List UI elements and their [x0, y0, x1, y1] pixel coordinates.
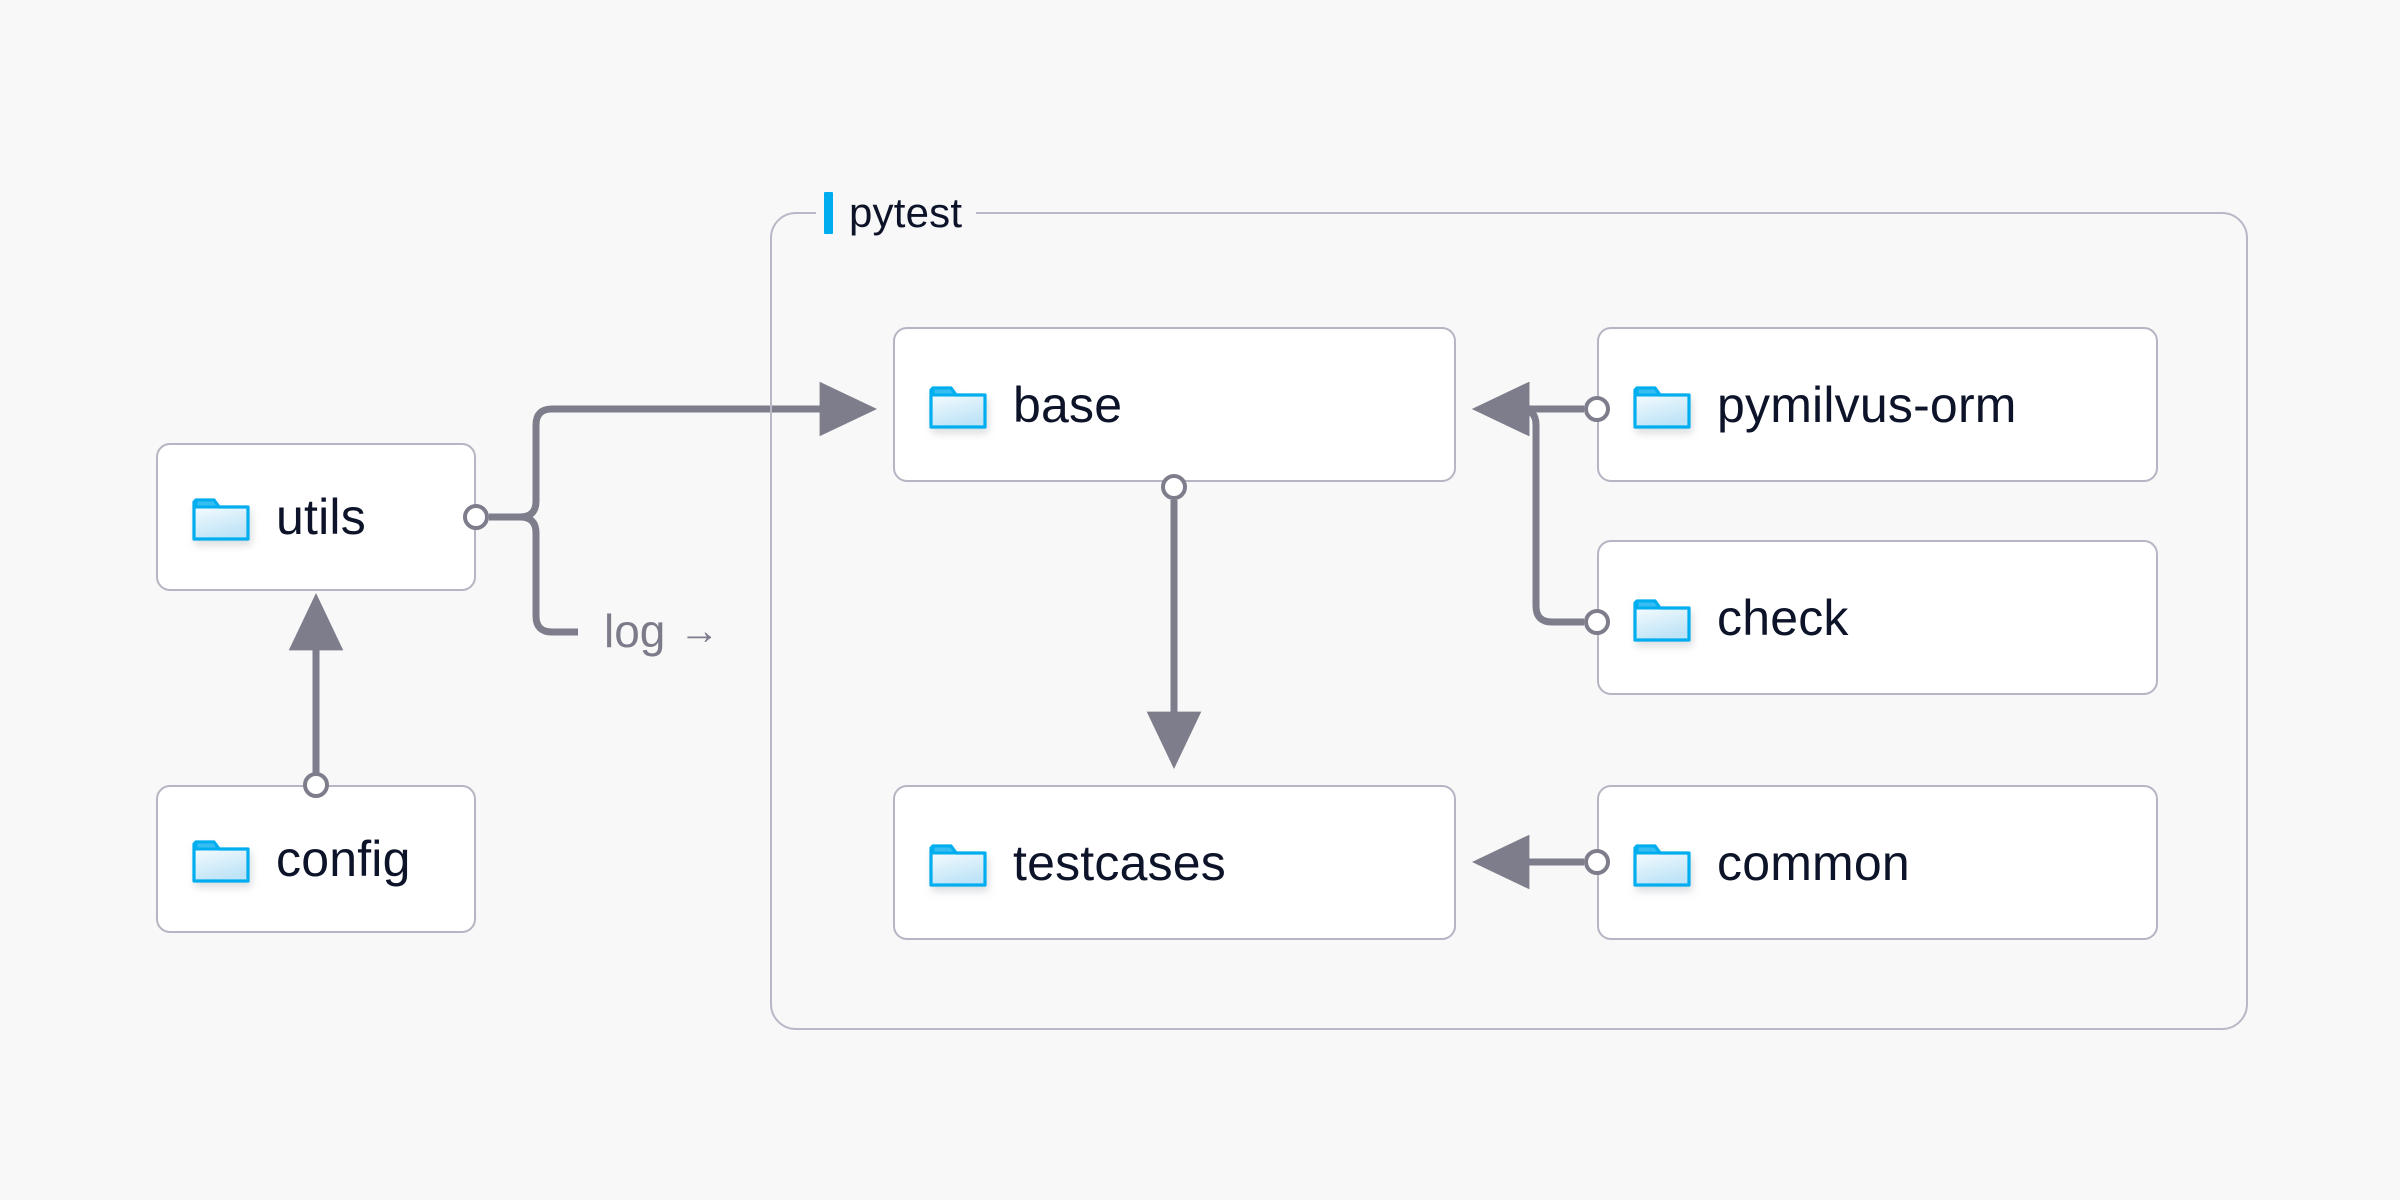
node-label-check: check: [1717, 589, 1849, 646]
node-utils[interactable]: utils: [156, 443, 476, 591]
arrow-right-icon: →: [679, 609, 720, 653]
connector-dot-check-left[interactable]: [1584, 609, 1610, 635]
folder-icon: [1633, 380, 1691, 430]
node-config[interactable]: config: [156, 785, 476, 933]
connector-dot-config-top[interactable]: [303, 772, 329, 798]
connector-dot-base-bottom[interactable]: [1161, 474, 1187, 500]
folder-icon: [929, 380, 987, 430]
connector-dot-utils-right[interactable]: [463, 504, 489, 530]
connector-dot-common-left[interactable]: [1584, 849, 1610, 875]
folder-icon: [192, 834, 250, 884]
node-label-testcases: testcases: [1013, 834, 1227, 891]
edge-label-log: log →: [604, 608, 719, 654]
folder-icon: [1633, 838, 1691, 888]
pytest-group-container[interactable]: [770, 212, 2248, 1030]
node-pymilvus-orm[interactable]: pymilvus-orm: [1597, 327, 2158, 482]
node-label-base: base: [1013, 376, 1123, 433]
pytest-group-label: pytest: [816, 186, 977, 240]
node-label-utils: utils: [276, 489, 366, 545]
edge-utils-to-log: [489, 513, 578, 636]
group-label-text: pytest: [849, 189, 963, 236]
folder-icon: [192, 492, 250, 542]
connector-dot-pymilvus-orm-left[interactable]: [1584, 396, 1610, 422]
node-check[interactable]: check: [1597, 540, 2158, 695]
node-testcases[interactable]: testcases: [893, 785, 1456, 940]
folder-icon: [1633, 593, 1691, 643]
group-accent-bar: [824, 192, 833, 234]
node-label-common: common: [1717, 834, 1910, 891]
node-base[interactable]: base: [893, 327, 1456, 482]
node-label-config: config: [276, 831, 411, 887]
node-common[interactable]: common: [1597, 785, 2158, 940]
folder-icon: [929, 838, 987, 888]
edge-label-log-text: log: [604, 605, 666, 657]
node-label-pymilvus-orm: pymilvus-orm: [1717, 376, 2017, 433]
